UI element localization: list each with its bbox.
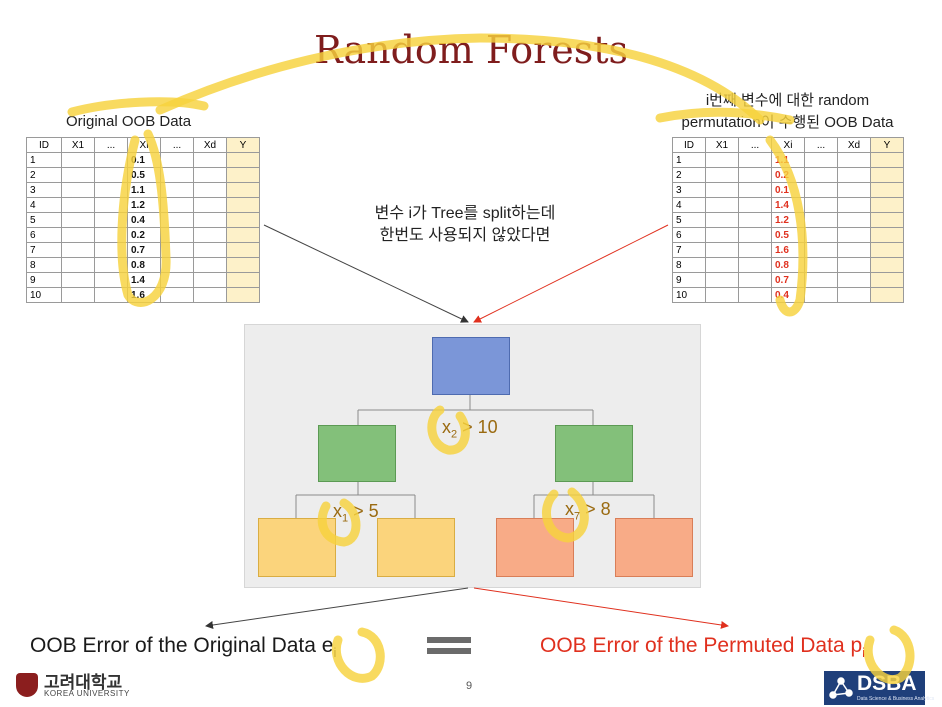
y-cell xyxy=(226,182,260,198)
y-cell xyxy=(226,242,260,258)
note-line1: 변수 i가 Tree를 split하는데 xyxy=(374,205,556,222)
left-internal-node xyxy=(318,425,396,482)
original-to-tree-arrow xyxy=(263,224,469,323)
dsba-network-icon xyxy=(829,677,853,699)
y-cell xyxy=(226,212,260,228)
y-cell xyxy=(870,182,904,198)
permuted-to-tree-arrow xyxy=(473,224,669,323)
right-internal-node xyxy=(555,425,633,482)
y-cell xyxy=(870,242,904,258)
y-cell xyxy=(870,287,904,303)
korea-university-crest-icon xyxy=(16,673,38,697)
korea-university-english: KOREA UNIVERSITY xyxy=(44,689,130,698)
y-cell xyxy=(226,257,260,273)
permuted-error-label: OOB Error of the Permuted Data pi xyxy=(540,634,866,661)
tree-to-permuted-error-arrow xyxy=(473,587,729,629)
y-cell xyxy=(226,167,260,183)
dsba-logo-subtext: Data Science & Business Analytics xyxy=(857,696,935,702)
original-error-label: OOB Error of the Original Data ei xyxy=(30,634,337,661)
leaf-node-4 xyxy=(615,518,693,577)
dsba-logo-text: DSBA xyxy=(857,672,917,695)
korea-university-name: 고려대학교 xyxy=(44,673,123,692)
page-number: 9 xyxy=(466,680,473,692)
tree-connectors xyxy=(295,393,655,518)
root-node xyxy=(432,337,510,395)
y-cell xyxy=(226,287,260,303)
dsba-logo: DSBA Data Science & Business Analytics xyxy=(824,671,934,705)
unused-variable-note: 변수 i가 Tree를 split하는데 한번도 사용되지 않았다면 xyxy=(330,203,600,247)
equals-bar-top xyxy=(427,637,471,643)
tree-to-original-error-arrow xyxy=(205,587,469,629)
y-cell xyxy=(226,197,260,213)
y-cell xyxy=(870,197,904,213)
y-cell xyxy=(870,212,904,228)
equals-bar-bottom xyxy=(427,648,471,654)
leaf-node-2 xyxy=(377,518,455,577)
note-line2: 한번도 사용되지 않았다면 xyxy=(379,227,551,244)
y-cell xyxy=(870,152,904,168)
y-cell xyxy=(870,257,904,273)
